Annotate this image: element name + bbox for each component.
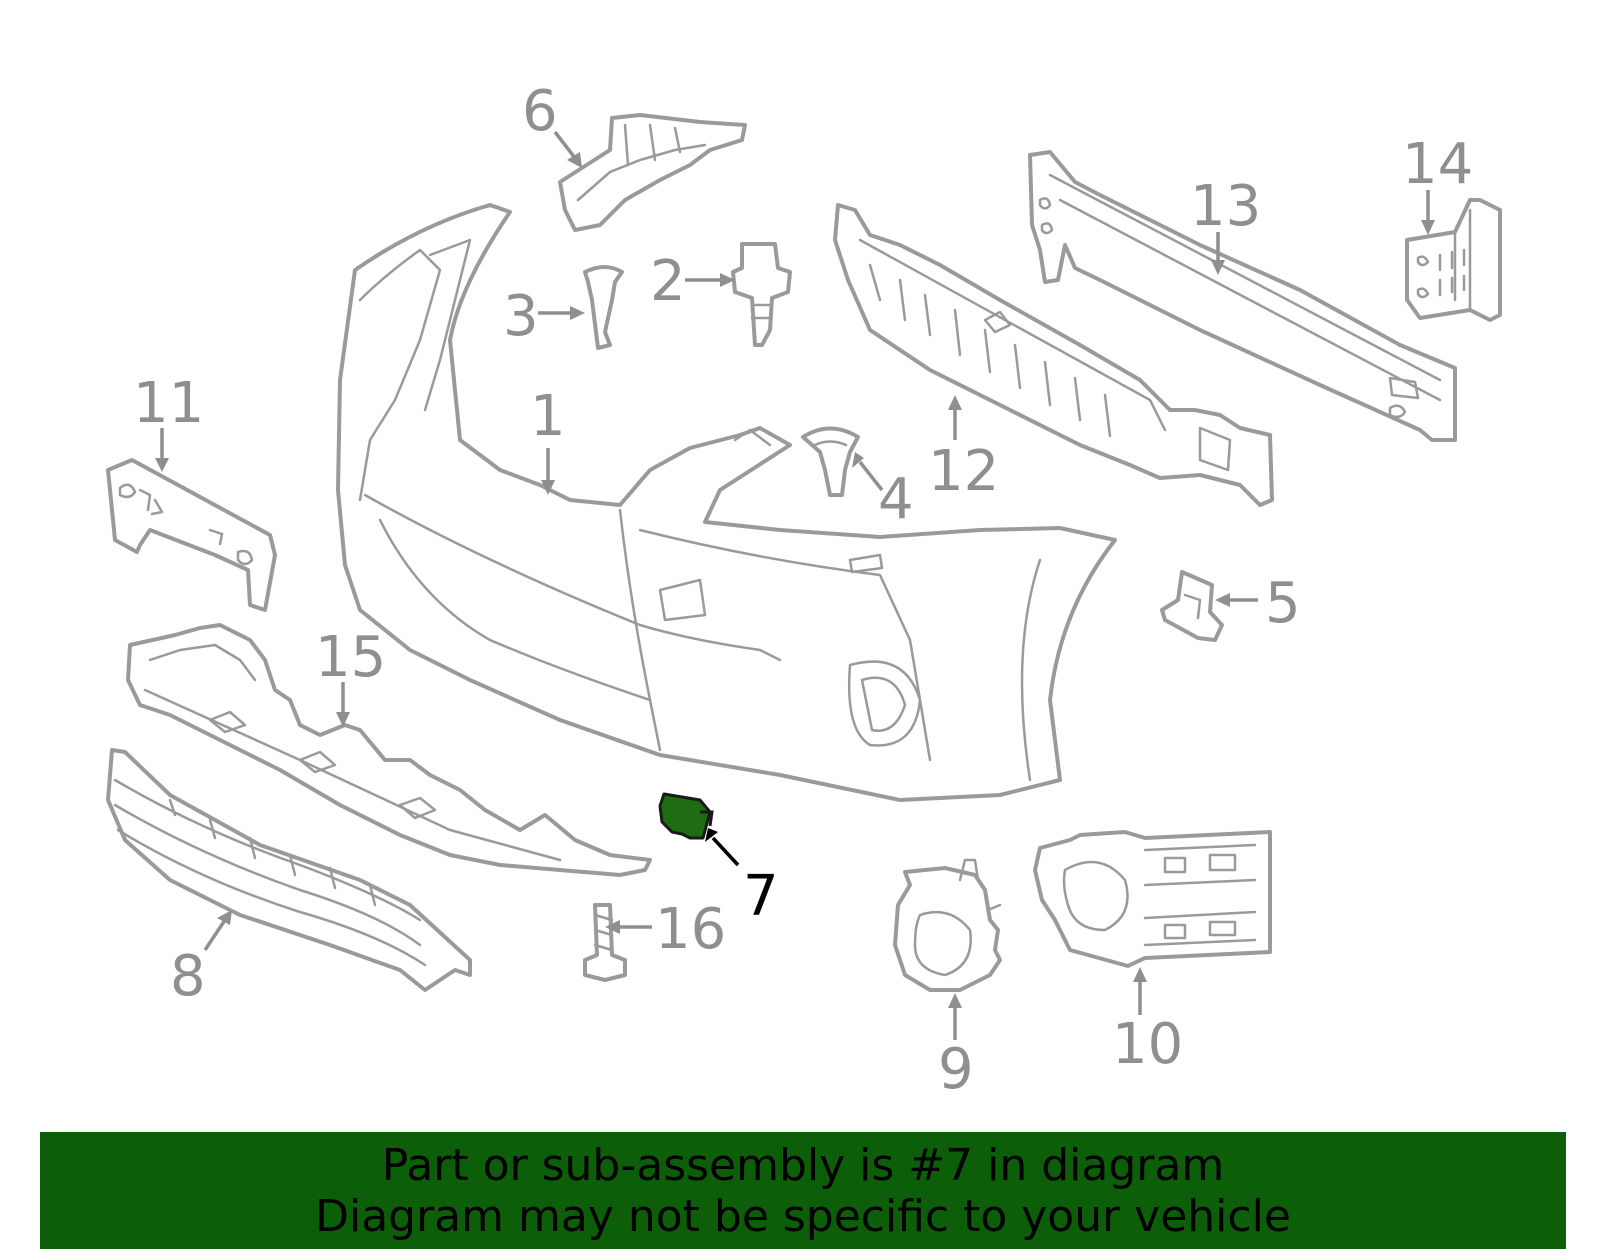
- callout-1[interactable]: 1: [530, 384, 566, 449]
- callout-3[interactable]: 3: [503, 284, 539, 349]
- part-3-clip[interactable]: [583, 265, 624, 350]
- callout-14[interactable]: 14: [1402, 132, 1473, 197]
- part-1-bumper-cover[interactable]: [336, 203, 1117, 802]
- part-6-bracket[interactable]: [558, 113, 747, 232]
- callout-2[interactable]: 2: [650, 249, 686, 314]
- callout-9[interactable]: 9: [938, 1037, 974, 1102]
- part-5-clip[interactable]: [1160, 570, 1224, 642]
- callout-12[interactable]: 12: [928, 439, 999, 504]
- callout-11[interactable]: 11: [133, 371, 204, 436]
- part-4-clip[interactable]: [801, 426, 860, 497]
- banner-line-1: Part or sub-assembly is #7 in diagram: [381, 1140, 1225, 1191]
- callout-6[interactable]: 6: [522, 79, 558, 144]
- callout-4[interactable]: 4: [878, 467, 914, 532]
- leader-lines: [155, 130, 1435, 1040]
- part-8-grille[interactable]: [106, 748, 472, 992]
- part-10-housing[interactable]: [1033, 830, 1272, 968]
- part-13-reinforcement[interactable]: [1028, 150, 1457, 442]
- callout-7[interactable]: 7: [743, 864, 779, 929]
- callout-10[interactable]: 10: [1112, 1012, 1183, 1077]
- part-11-bracket[interactable]: [106, 458, 277, 612]
- part-12-absorber[interactable]: [833, 203, 1274, 507]
- callout-8[interactable]: 8: [170, 944, 206, 1009]
- part-14-bracket[interactable]: [1405, 198, 1502, 322]
- callout-labels: 1 2 3 4 5 6 7 8 9 10 11 12 13 14 15 16: [133, 79, 1473, 1102]
- part-15-undercover[interactable]: [126, 623, 652, 877]
- callout-5[interactable]: 5: [1265, 571, 1301, 636]
- banner-line-2: Diagram may not be specific to your vehi…: [315, 1191, 1291, 1242]
- part-16-bolt[interactable]: [583, 903, 627, 982]
- part-2-clip[interactable]: [731, 242, 792, 347]
- part-7-highlighted[interactable]: [658, 792, 714, 840]
- callout-16[interactable]: 16: [655, 897, 726, 962]
- callout-13[interactable]: 13: [1190, 174, 1261, 239]
- part-9-bezel[interactable]: [893, 858, 1002, 992]
- callout-15[interactable]: 15: [315, 625, 386, 690]
- info-banner: Part or sub-assembly is #7 in diagram Di…: [40, 1132, 1566, 1249]
